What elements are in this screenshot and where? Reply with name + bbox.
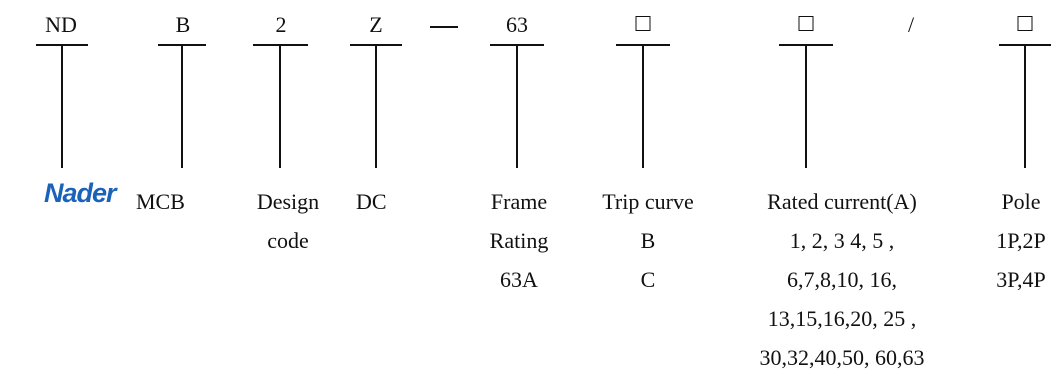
code-b: B [175, 12, 191, 37]
desc-design-code: Design code [247, 182, 329, 260]
desc-mcb-text: MCB [136, 189, 185, 214]
connector-2 [279, 44, 281, 168]
code-nd: ND [45, 12, 77, 37]
desc-design-code-line-1: Design [256, 189, 320, 214]
desc-trip-curve: Trip curve B C [586, 182, 710, 299]
trip-curve-placeholder-box [635, 16, 651, 31]
desc-frame-rating: Frame Rating 63A [478, 182, 560, 299]
connector-nd [61, 44, 63, 168]
desc-pole-line-2: 1P,2P [996, 228, 1046, 253]
code-z: Z [369, 12, 383, 37]
code-63: 63 [506, 12, 528, 37]
code-dash [430, 26, 458, 28]
desc-trip-curve-line-3: C [640, 267, 656, 292]
desc-frame-rating-line-3: 63A [500, 267, 538, 292]
desc-rated-current-line-4: 13,15,16,20, 25 , [767, 306, 917, 331]
desc-mcb: MCB [136, 182, 185, 221]
code-2: 2 [275, 12, 287, 37]
code-slash: / [907, 12, 915, 37]
desc-rated-current-line-3: 6,7,8,10, 16, [787, 267, 897, 292]
desc-frame-rating-line-2: Rating [489, 228, 549, 253]
desc-dc: DC [356, 182, 387, 221]
pole-placeholder-box [1017, 16, 1033, 31]
connector-pole [1024, 44, 1026, 168]
desc-frame-rating-line-1: Frame [490, 189, 548, 214]
connector-z [375, 44, 377, 168]
connector-63 [516, 44, 518, 168]
nader-logo: Nader [44, 178, 117, 208]
desc-rated-current-line-2: 1, 2, 3 4, 5 , [789, 228, 895, 253]
desc-trip-curve-line-1: Trip curve [602, 189, 694, 214]
rated-current-placeholder-box [798, 16, 814, 31]
desc-rated-current: Rated current(A) 1, 2, 3 4, 5 , 6,7,8,10… [726, 182, 958, 372]
desc-pole-line-1: Pole [1001, 189, 1041, 214]
desc-design-code-line-2: code [267, 228, 309, 253]
desc-dc-text: DC [356, 189, 387, 214]
desc-trip-curve-line-2: B [640, 228, 656, 253]
desc-rated-current-line-1: Rated current(A) [767, 189, 917, 214]
connector-b [181, 44, 183, 168]
connector-rated-current [805, 44, 807, 168]
connector-trip-curve [642, 44, 644, 168]
desc-rated-current-line-5: 30,32,40,50, 60,63 [759, 345, 925, 370]
desc-pole: Pole 1P,2P 3P,4P [988, 182, 1054, 299]
desc-pole-line-3: 3P,4P [996, 267, 1046, 292]
